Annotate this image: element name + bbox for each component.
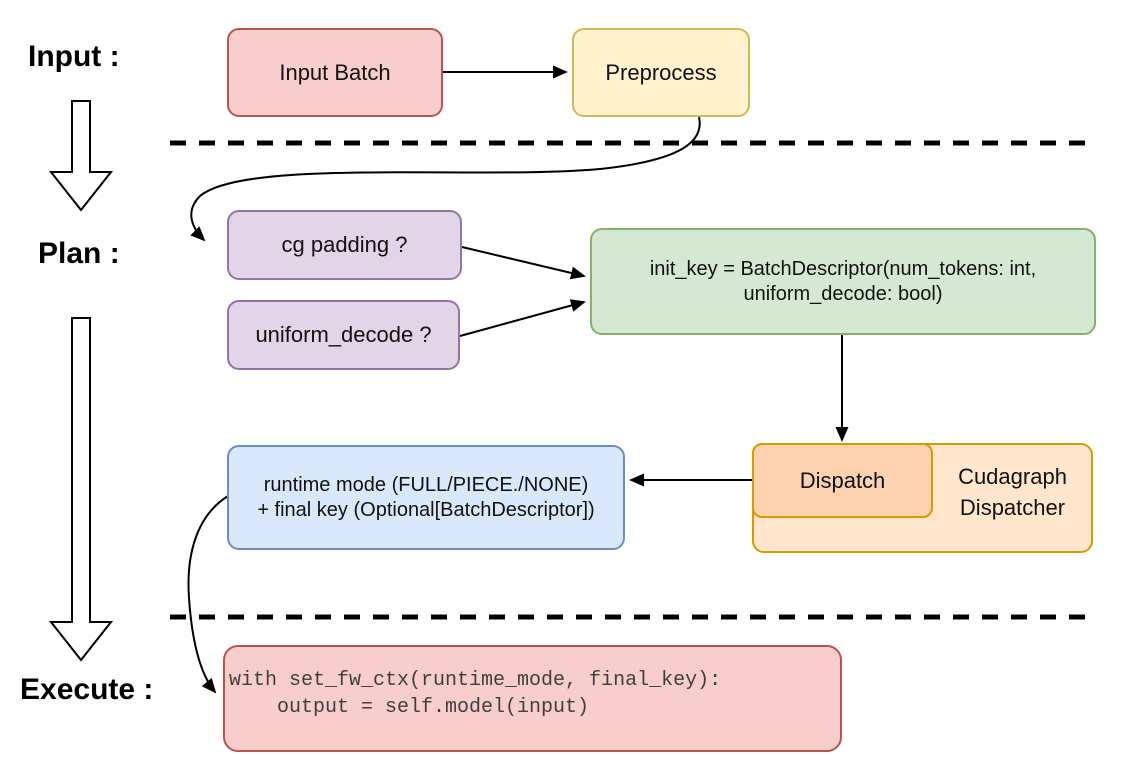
- execute-code-line2: output = self.model(input): [229, 696, 590, 719]
- init-key-line1: init_key = BatchDescriptor(num_tokens: i…: [649, 257, 1037, 280]
- arrow-runtimemode-to-executecode: [187, 495, 229, 694]
- plan-stage-arrow: [48, 317, 114, 662]
- runtime-mode-node: runtime mode (FULL/PIECE./NONE) + final …: [227, 445, 625, 550]
- arrow-cgpadding-to-initkey: [461, 246, 586, 280]
- init-key-line2: uniform_decode: bool): [743, 282, 943, 305]
- input-batch-node: Input Batch: [227, 28, 443, 117]
- execute-code-line1: with set_fw_ctx(runtime_mode, final_key)…: [229, 669, 722, 692]
- plan-stage-label: Plan :: [38, 237, 120, 270]
- execute-stage-label: Execute :: [20, 673, 154, 706]
- runtime-mode-line2: + final key (Optional[BatchDescriptor]): [257, 498, 595, 521]
- arrow-uniformdecode-to-initkey: [459, 299, 586, 337]
- cudagraph-dispatcher-label: Cudagraph Dispatcher: [958, 464, 1067, 520]
- uniform-decode-node: uniform_decode ?: [227, 300, 460, 370]
- execute-code-node: with set_fw_ctx(runtime_mode, final_key)…: [223, 645, 842, 752]
- init-key-node: init_key = BatchDescriptor(num_tokens: i…: [590, 228, 1096, 335]
- input-stage-label: Input :: [28, 40, 120, 73]
- arrow-preprocess-to-cgpadding: [190, 116, 701, 242]
- dispatch-node: Dispatch: [752, 443, 933, 518]
- input-stage-arrow: [48, 100, 114, 212]
- preprocess-node: Preprocess: [572, 28, 750, 117]
- runtime-mode-line1: runtime mode (FULL/PIECE./NONE): [263, 473, 589, 496]
- cg-padding-node: cg padding ?: [227, 210, 462, 280]
